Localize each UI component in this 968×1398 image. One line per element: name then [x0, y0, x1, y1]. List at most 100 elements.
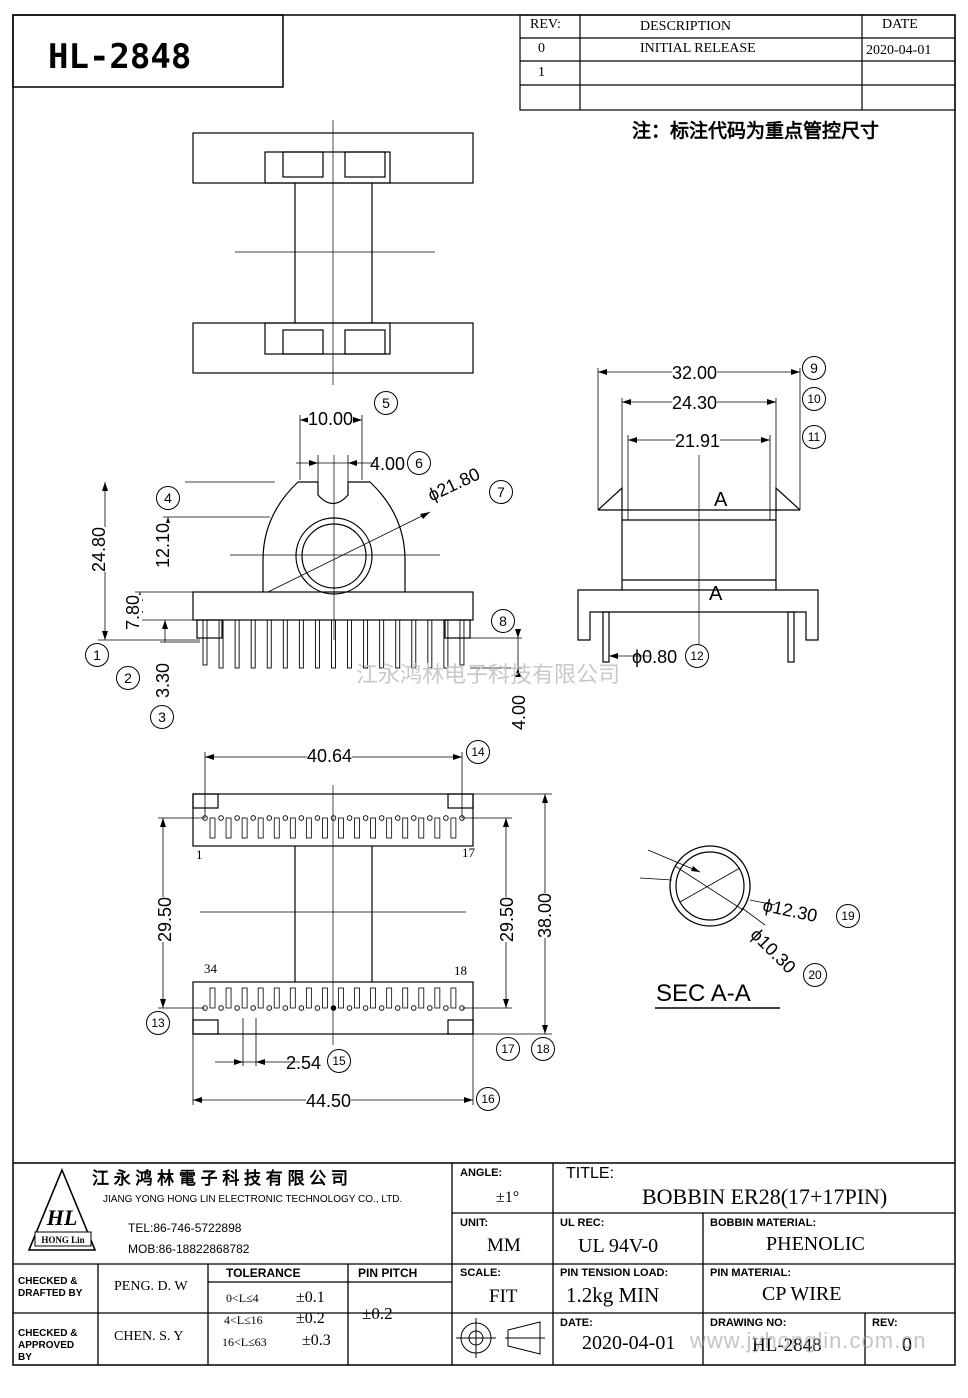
pin-pitch-label: PIN PITCH	[358, 1266, 418, 1280]
dim-row-spacing-left: 29.50	[155, 896, 175, 942]
wire-slot-bottom	[450, 987, 457, 1009]
dim-inner-width: 21.91	[675, 431, 721, 451]
callout-4: 4	[156, 486, 180, 510]
callout-5: 5	[374, 391, 398, 415]
callout-17: 17	[496, 1037, 520, 1061]
dim-height-total: 24.80	[89, 526, 109, 572]
front-pin	[427, 619, 433, 669]
pin-hole-top-row	[427, 815, 433, 821]
scale-label: SCALE:	[460, 1267, 501, 1279]
callout-6: 6	[407, 451, 431, 475]
pin-hole-top-row	[411, 815, 417, 821]
ul-label: UL REC:	[560, 1217, 605, 1229]
company-name-en: JIANG YONG HONG LIN ELECTRONIC TECHNOLOG…	[103, 1194, 403, 1205]
dim-pin-span: 40.64	[307, 746, 353, 766]
company-watermark: 江永鸿林电子科技有限公司	[356, 662, 620, 687]
pin-hole-bottom-row	[298, 1005, 305, 1011]
unit-label: UNIT:	[460, 1217, 489, 1229]
pin-hole-bottom-row	[218, 1005, 224, 1011]
control-note: 注：标注代码为重点管控尺寸	[632, 121, 880, 142]
wire-slot-top	[209, 817, 216, 839]
wire-slot-bottom	[386, 987, 393, 1009]
pin-label-18: 18	[454, 963, 467, 978]
unit-value: MM	[487, 1235, 521, 1256]
revision-0-description: INITIAL RELEASE	[640, 41, 756, 56]
wire-slot-top	[386, 817, 393, 839]
title-block-grid	[13, 1162, 955, 1365]
pin-hole-bottom-row	[394, 1005, 401, 1011]
wire-slot-top	[257, 817, 264, 839]
wire-slot-top	[338, 817, 344, 839]
pin-hole-bottom-row	[427, 1005, 433, 1011]
sheet-border	[12, 14, 956, 1366]
callout-8: 8	[491, 609, 515, 633]
callout-18: 18	[531, 1037, 555, 1061]
callout-16: 16	[476, 1087, 500, 1111]
revision-1-rev: 1	[538, 65, 545, 80]
pin-material-label: PIN MATERIAL:	[710, 1267, 792, 1279]
bobbin-material-value: PHENOLIC	[766, 1233, 865, 1255]
front-pin	[331, 619, 336, 669]
pin-hole-top-row	[346, 815, 353, 821]
front-pin	[282, 619, 288, 669]
callout-3: 3	[150, 705, 174, 729]
dim-base-height: 7.80	[123, 594, 143, 630]
callout-10: 10	[802, 387, 826, 411]
pin-hole-bottom-row	[378, 1005, 385, 1011]
front-pin	[379, 619, 385, 669]
site-watermark: www.jyhonglin.com.cn	[690, 1328, 927, 1353]
front-pin	[395, 619, 401, 669]
wire-slot-bottom	[225, 987, 232, 1009]
wire-slot-bottom	[370, 987, 377, 1009]
dim-top-width: 32.00	[672, 363, 718, 383]
date-label: DATE:	[560, 1317, 593, 1329]
front-view	[185, 455, 474, 640]
callout-11: 11	[802, 425, 826, 449]
tol-range-3: 16<L≤63	[222, 1335, 267, 1349]
part-number-box	[12, 14, 284, 88]
callout-7: 7	[489, 480, 513, 504]
pin-hole-bottom-row	[330, 1005, 337, 1011]
description-header: DESCRIPTION	[640, 19, 732, 34]
front-pin	[266, 619, 272, 669]
pin-hole-top-row	[443, 815, 449, 821]
callout-2: 2	[116, 666, 140, 690]
wire-slot-bottom	[322, 987, 328, 1009]
front-pin	[443, 619, 449, 669]
wire-slot-top	[402, 817, 409, 839]
dim-overall-width: 44.50	[306, 1091, 352, 1111]
wire-slot-top	[305, 817, 312, 839]
wire-slot-bottom	[273, 987, 280, 1009]
pin-hole-bottom-row	[362, 1005, 369, 1011]
dim-mid-width: 24.30	[672, 393, 718, 413]
tolerance-label: TOLERANCE	[226, 1266, 301, 1280]
callout-20: 20	[803, 963, 827, 987]
svg-text:HL: HL	[46, 1205, 78, 1230]
tol-range-1: 0<L≤4	[226, 1291, 259, 1305]
front-pin	[411, 619, 417, 669]
wire-slot-bottom	[289, 987, 296, 1009]
dim-row-spacing-right: 29.50	[497, 896, 517, 942]
dim-height-center: 12.10	[153, 522, 173, 568]
front-pin	[314, 619, 320, 669]
pin-tension-label: PIN TENSION LOAD:	[560, 1267, 669, 1279]
side-view	[577, 455, 819, 663]
pin-hole-bottom-row	[314, 1005, 321, 1011]
wire-slot-bottom	[305, 987, 312, 1009]
revision-0-date: 2020-04-01	[866, 43, 932, 58]
dim-pin-length: 4.00	[509, 694, 529, 730]
section-a-a	[655, 845, 780, 1009]
pin-hole-bottom-row	[234, 1005, 240, 1011]
callout-15: 15	[327, 1049, 351, 1073]
wire-slot-bottom	[338, 987, 344, 1009]
pin-hole-bottom-row	[443, 1005, 449, 1011]
dim-pin-offset: 3.30	[153, 662, 173, 698]
pin-hole-top-row	[298, 815, 305, 821]
revision-0-rev: 0	[538, 41, 545, 56]
pin-label-17: 17	[462, 845, 475, 860]
date-header: DATE	[882, 17, 918, 32]
pin-hole-top-row	[362, 815, 369, 821]
callout-9: 9	[802, 356, 826, 380]
wire-slot-top	[354, 817, 360, 839]
